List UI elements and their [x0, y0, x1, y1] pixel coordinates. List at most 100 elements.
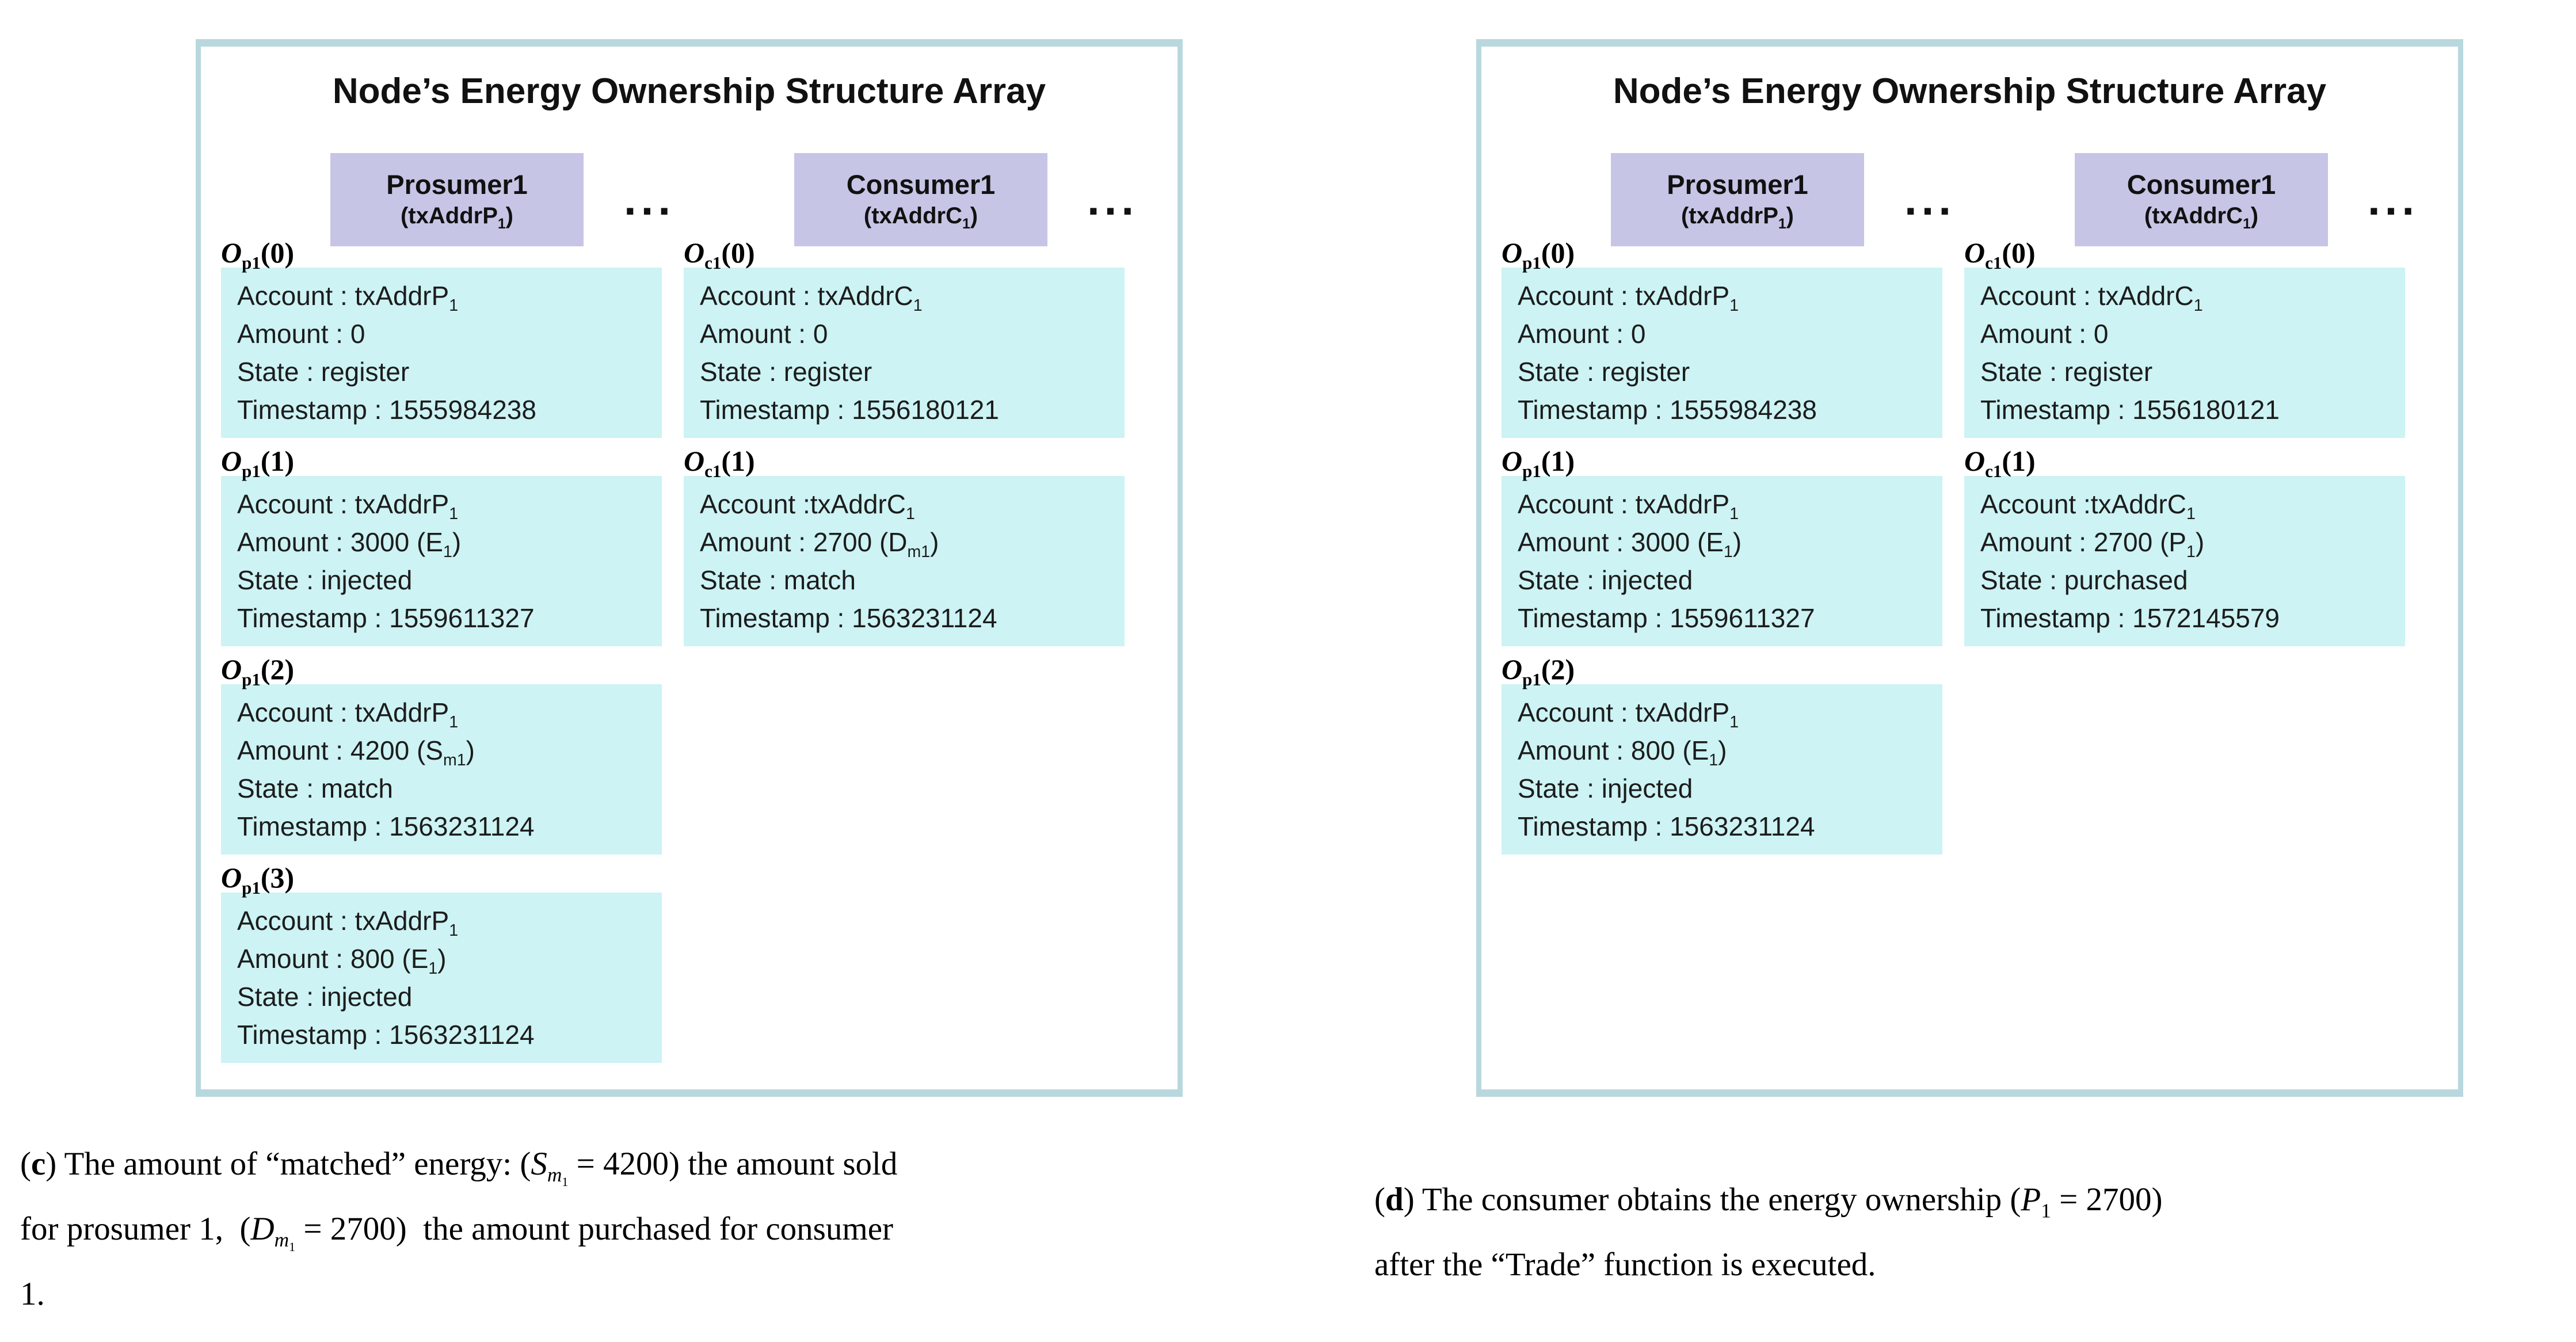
cell-line: State : register: [237, 357, 410, 387]
cell-line: Account : txAddrP1: [1518, 281, 1739, 315]
caption-c: (c) The amount of “matched” energy: (Sm1…: [20, 1131, 1384, 1326]
prosumer-header: Prosumer1 (txAddrP1): [330, 153, 584, 246]
consumer-header: Consumer1 (txAddrC1): [2075, 153, 2328, 246]
cell-line: State : injected: [237, 565, 413, 595]
cell-line: State : injected: [1518, 565, 1693, 595]
cell-line: Timestamp : 1572145579: [1980, 603, 2280, 633]
cell-line: Account : txAddrP1: [237, 697, 459, 732]
ellipsis: ...: [624, 174, 676, 224]
entry-index-label: Oc1(1): [684, 445, 755, 481]
cell-line: State : register: [700, 357, 872, 387]
cell-line: Timestamp : 1559611327: [1518, 603, 1815, 633]
page-title: Node’s Energy Ownership Structure Array: [332, 71, 1046, 111]
entry-index-label: Op1(2): [1502, 653, 1575, 689]
cell-line: State : injected: [237, 982, 413, 1012]
cell-line: Timestamp : 1563231124: [237, 1020, 535, 1050]
entry-index-label: Oc1(0): [1964, 237, 2036, 273]
entry-index-label: Oc1(0): [684, 237, 755, 273]
cell-line: Account : txAddrP1: [1518, 489, 1739, 524]
entry-index-label: Op1(0): [1502, 237, 1575, 273]
cell-line: Account : txAddrC1: [700, 281, 923, 315]
cell-line: Amount : 800 (E1): [1518, 735, 1727, 770]
caption-line: for prosumer 1, (Dm1 = 2700) the amount …: [20, 1211, 893, 1255]
cell-line: Amount : 2700 (Dm1): [700, 527, 939, 562]
prosumer-header: Prosumer1 (txAddrP1): [1611, 153, 1864, 246]
cell-line: Timestamp : 1563231124: [1518, 811, 1815, 841]
entry-index-label: Op1(3): [221, 861, 295, 898]
cell-line: Amount : 3000 (E1): [237, 527, 462, 562]
cell-line: Account : txAddrP1: [237, 489, 459, 524]
ellipsis: ...: [1087, 174, 1139, 224]
prosumer-header-name: Prosumer1: [1667, 169, 1808, 200]
consumer-header-name: Consumer1: [2127, 169, 2276, 200]
cell-line: Account :txAddrC1: [700, 489, 915, 524]
cell-line: Account : txAddrP1: [237, 906, 459, 940]
cell-line: Timestamp : 1555984238: [237, 395, 536, 425]
cell-line: State : register: [1980, 357, 2153, 387]
entry-index-label: Oc1(1): [1964, 445, 2036, 481]
entry-index-label: Op1(1): [221, 445, 295, 481]
cell-line: Account :txAddrC1: [1980, 489, 2196, 524]
cell-line: Account : txAddrC1: [1980, 281, 2203, 315]
cell-line: Timestamp : 1556180121: [700, 395, 999, 425]
caption-line: (d) The consumer obtains the energy owne…: [1374, 1181, 2163, 1222]
cell-line: Timestamp : 1563231124: [237, 811, 535, 841]
entry-index-label: Op1(2): [221, 653, 295, 689]
cell-line: Timestamp : 1563231124: [700, 603, 997, 633]
cell-line: Timestamp : 1555984238: [1518, 395, 1817, 425]
caption-line: after the “Trade” function is executed.: [1374, 1246, 1876, 1283]
entry-index-label: Op1(1): [1502, 445, 1575, 481]
cell-line: Amount : 2700 (P1): [1980, 527, 2205, 562]
cell-line: State : purchased: [1980, 565, 2188, 595]
consumer-header: Consumer1 (txAddrC1): [794, 153, 1047, 246]
consumer-header-address: (txAddrC1): [2144, 203, 2259, 232]
ellipsis: ...: [1904, 174, 1956, 224]
cell-line: Account : txAddrP1: [1518, 697, 1739, 732]
entry-index-label: Op1(0): [221, 237, 295, 273]
prosumer-header-address: (txAddrP1): [1681, 203, 1794, 232]
page-title: Node’s Energy Ownership Structure Array: [1613, 71, 2327, 111]
ellipsis: ...: [2368, 174, 2419, 224]
cell-line: Timestamp : 1559611327: [237, 603, 535, 633]
prosumer-header-name: Prosumer1: [386, 169, 528, 200]
cell-line: Amount : 0: [700, 319, 828, 349]
panel-d: Node’s Energy Ownership Structure Array …: [1476, 39, 2463, 1097]
cell-line: Amount : 0: [237, 319, 365, 349]
cell-line: State : register: [1518, 357, 1690, 387]
cell-line: State : match: [700, 565, 856, 595]
caption-line: 1.: [20, 1276, 45, 1312]
consumer-header-name: Consumer1: [846, 169, 996, 200]
prosumer-header-address: (txAddrP1): [400, 203, 513, 232]
cell-line: State : injected: [1518, 773, 1693, 803]
cell-line: State : match: [237, 773, 394, 803]
cell-line: Amount : 800 (E1): [237, 944, 447, 978]
cell-line: Amount : 4200 (Sm1): [237, 735, 475, 770]
cell-line: Amount : 0: [1980, 319, 2109, 349]
cell-line: Amount : 3000 (E1): [1518, 527, 1742, 562]
caption-line: (c) The amount of “matched” energy: (Sm1…: [20, 1146, 898, 1190]
